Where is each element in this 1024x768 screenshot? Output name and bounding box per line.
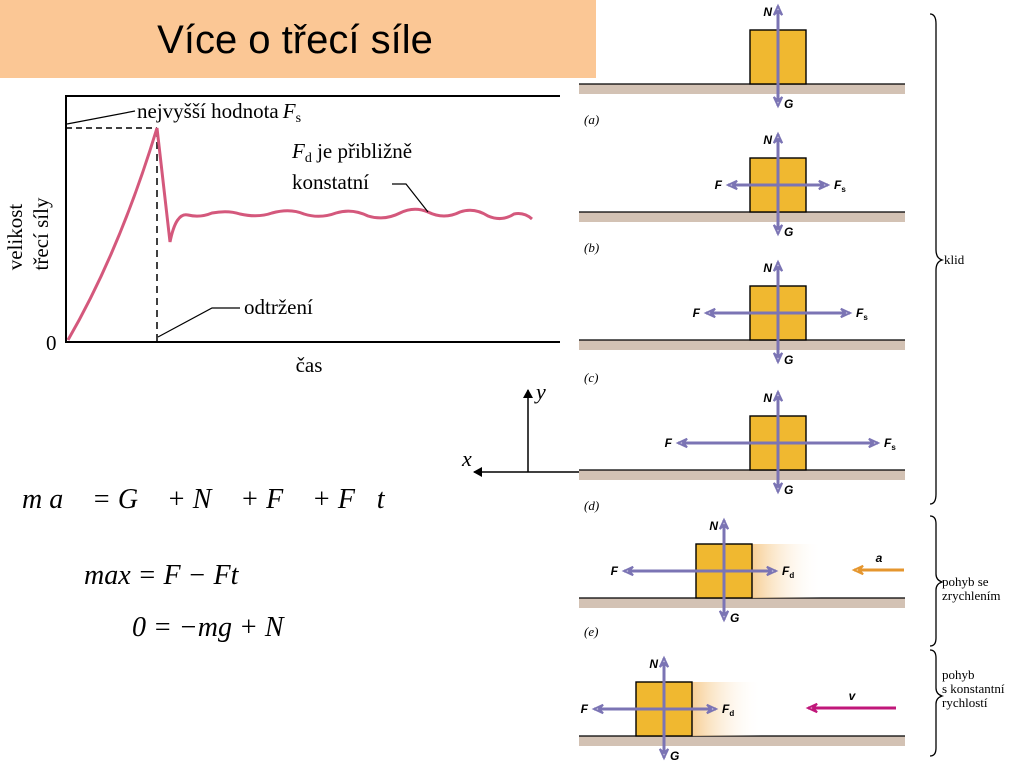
panel-1-ground <box>579 84 905 94</box>
graph-x-label: čas <box>296 353 323 377</box>
panel-5-motion-label: a <box>876 551 883 565</box>
panel-4-ft-label: Fs <box>884 436 896 452</box>
panel-2-ft-arrow-head <box>818 179 831 191</box>
panel-2-label: (b) <box>584 240 599 255</box>
panel-1-g-arrow-head <box>772 96 784 109</box>
friction-curve <box>66 127 533 341</box>
panel-5-ground <box>579 598 905 608</box>
panel-4-ground <box>579 470 905 480</box>
panel-3-ground <box>579 340 905 350</box>
equations: m a⃗ = G⃗ + N⃗ + F⃗ + F⃗t max = F − Ft 0… <box>22 484 386 643</box>
brace-accel <box>929 515 945 647</box>
coordinate-axes: y x <box>461 379 579 477</box>
panel-5-f-label: F <box>611 564 619 578</box>
graph-y-label-line2: třecí síly <box>29 197 53 270</box>
panel-2-g-arrow-head <box>772 224 784 237</box>
panel-4-n-label: N <box>763 391 772 405</box>
panel-2-n-arrow-head <box>772 131 784 144</box>
brace-constant <box>929 649 945 757</box>
title-bar <box>0 0 596 78</box>
panel-1-n-arrow-head <box>772 3 784 16</box>
brace-constant-label-2: s konstantní <box>942 681 1005 696</box>
panel-6-f-arrow-head <box>591 703 604 715</box>
panel-2-n-label: N <box>763 133 772 147</box>
panel-1-g-label: G <box>784 97 793 111</box>
panel-3-ft-label: Fs <box>856 306 868 322</box>
panel-2-f-arrow-head <box>725 179 738 191</box>
braces <box>929 13 945 757</box>
axis-y-label: y <box>534 379 546 404</box>
panel-4-g-arrow-head <box>772 482 784 495</box>
panel-4-ft-arrow-head <box>868 437 881 449</box>
panel-5-ft-label: Fd <box>782 564 794 580</box>
panel-6-motion-arrow-head <box>805 702 818 714</box>
panel-5-ft-arrow-head <box>766 565 779 577</box>
panel-6-ft-label: Fd <box>722 702 734 718</box>
panel-5-g-label: G <box>730 611 739 625</box>
panel-3-f-label: F <box>693 306 701 320</box>
annotation-fd-label-2: konstatní <box>292 170 369 194</box>
brace-rest-label: klid <box>944 252 965 267</box>
panel-2-ft-label: Fs <box>834 178 846 194</box>
panel-6-ft-arrow-head <box>706 703 719 715</box>
max-annotation-leader <box>66 110 136 125</box>
panel-6-ground <box>579 736 905 746</box>
panel-2-f-label: F <box>715 178 723 192</box>
equation-x: max = F − Ft <box>84 560 240 591</box>
force-diagrams: N G (a) N G F Fs (b) N G F Fs (c) N G F Fs (d) N G F Fd a (e) N G… <box>579 3 905 763</box>
panel-5-label: (e) <box>584 624 598 639</box>
panel-6-n-arrow-head <box>658 655 670 668</box>
panel-3-label: (c) <box>584 370 598 385</box>
panel-5-n-label: N <box>709 519 718 533</box>
equation-newton: m a⃗ = G⃗ + N⃗ + F⃗ + F⃗t <box>22 484 386 515</box>
axis-x-label: x <box>461 446 472 471</box>
graph-y-label-line1: velikost <box>3 204 27 271</box>
panel-4-f-arrow-head <box>675 437 688 449</box>
graph-frame <box>65 95 560 343</box>
panel-4-n-arrow-head <box>772 389 784 402</box>
panel-5-f-arrow-head <box>621 565 634 577</box>
panel-2-g-label: G <box>784 225 793 239</box>
panel-3-f-arrow-head <box>703 307 716 319</box>
panel-3-ft-arrow-head <box>840 307 853 319</box>
panel-2-ground <box>579 212 905 222</box>
panel-4-label: (d) <box>584 498 599 513</box>
annotation-break-label: odtržení <box>244 295 313 319</box>
break-annotation-leader <box>157 307 240 338</box>
slide-title: Více o třecí síle <box>157 18 433 62</box>
panel-6-g-arrow-head <box>658 748 670 761</box>
panel-6-g-label: G <box>670 749 679 763</box>
brace-accel-label-1: pohyb se <box>942 574 989 589</box>
panel-1-n-label: N <box>763 5 772 19</box>
equation-y: 0 = −mg + N <box>132 612 285 643</box>
panel-3-n-label: N <box>763 261 772 275</box>
panel-6-n-label: N <box>649 657 658 671</box>
panel-3-g-arrow-head <box>772 352 784 365</box>
panel-1-label: (a) <box>584 112 599 127</box>
brace-accel-label-2: zrychlením <box>942 588 1000 603</box>
panel-6-f-label: F <box>581 702 589 716</box>
panel-3-g-label: G <box>784 353 793 367</box>
fd-annotation-leader <box>392 183 429 213</box>
brace-rest <box>929 13 945 505</box>
panel-3-n-arrow-head <box>772 259 784 272</box>
brace-constant-label-1: pohyb <box>942 667 975 682</box>
graph-zero-label: 0 <box>46 331 57 355</box>
brace-constant-label-3: rychlostí <box>942 695 988 710</box>
panel-4-g-label: G <box>784 483 793 497</box>
annotation-fd-label: Fd je přibližně <box>291 139 412 166</box>
panel-6-motion-label: v <box>849 689 857 703</box>
panel-4-f-label: F <box>665 436 673 450</box>
panel-5-n-arrow-head <box>718 517 730 530</box>
panel-5-motion-arrow-head <box>851 564 864 576</box>
panel-5-g-arrow-head <box>718 610 730 623</box>
